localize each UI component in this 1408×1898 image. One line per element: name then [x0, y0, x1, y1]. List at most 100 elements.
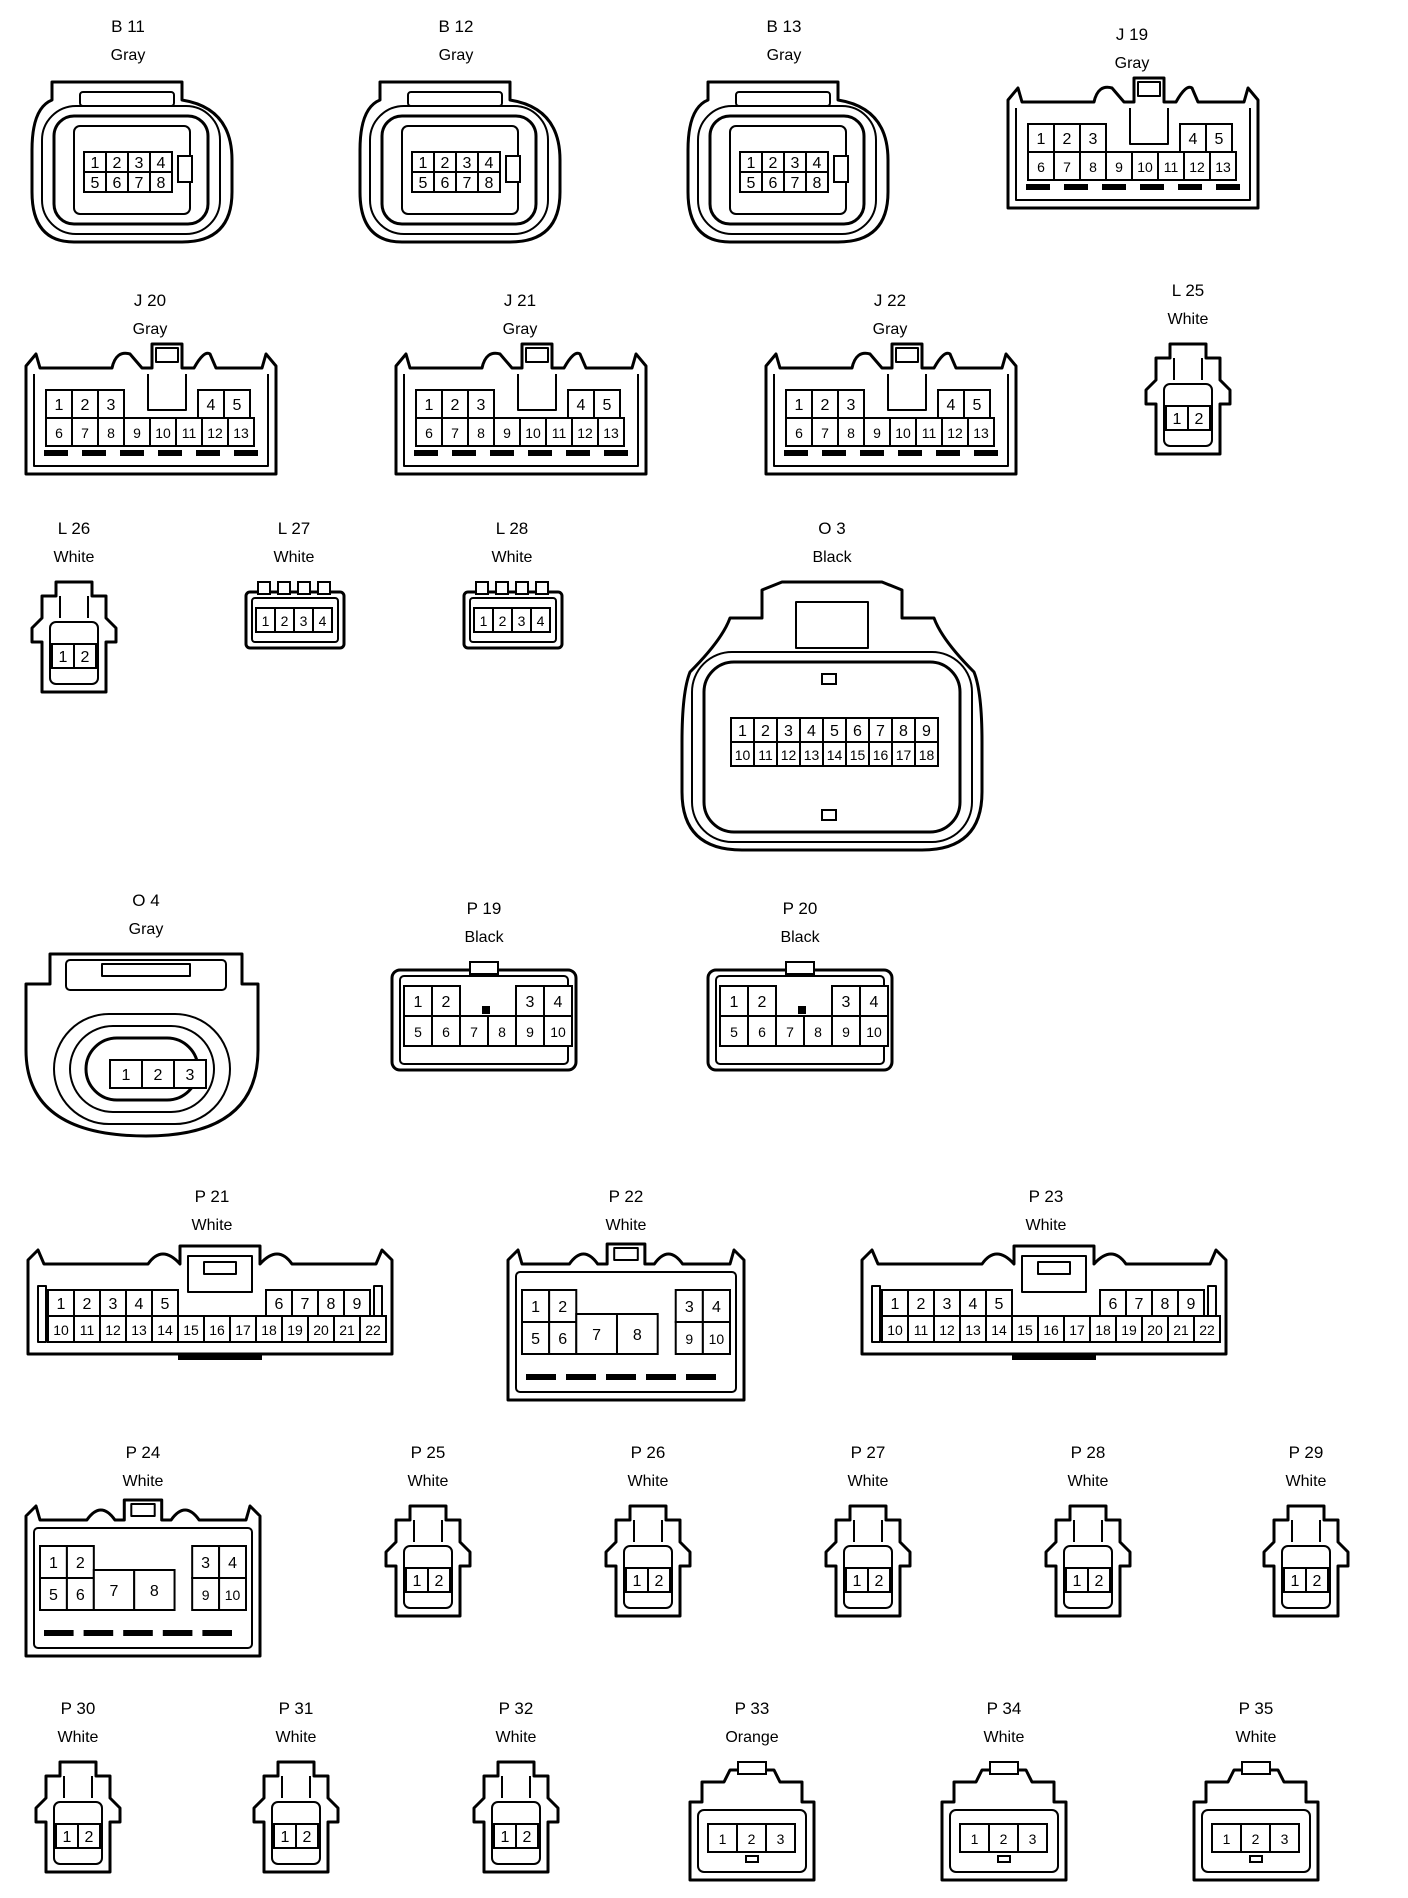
- pin-number: 2: [758, 994, 767, 1011]
- pin-number: 7: [1135, 1296, 1144, 1313]
- pin-number: 8: [150, 1583, 159, 1600]
- pin-number: 12: [947, 425, 963, 441]
- pin-number: 3: [201, 1555, 210, 1572]
- connector-pin: 6: [1099, 1289, 1127, 1317]
- pin-number: 13: [804, 747, 820, 763]
- connector-pin: 2: [77, 1823, 101, 1849]
- pin-number: 1: [853, 1573, 862, 1590]
- connector-pin: 9: [863, 417, 891, 447]
- connector-pin: 12: [1183, 151, 1211, 181]
- connector-pin: 5: [593, 389, 621, 419]
- connector-pin: 7: [575, 1313, 618, 1355]
- connector-id: B 11: [111, 17, 145, 36]
- pin-number: 1: [55, 397, 64, 414]
- connector-pin: 13: [227, 417, 255, 447]
- pin-number: 8: [157, 175, 166, 192]
- connector-pin: 7: [71, 417, 99, 447]
- connector-pin: 3: [97, 389, 125, 419]
- pin-number: 7: [876, 723, 885, 740]
- connector-color: Gray: [129, 921, 164, 938]
- connector-pin: 1: [109, 1059, 143, 1089]
- pin-number: 10: [155, 425, 171, 441]
- connector-id: P 25: [411, 1443, 446, 1462]
- pin-number: 14: [991, 1322, 1007, 1338]
- connector-pin: 11: [545, 417, 573, 447]
- connector-pin: 15: [1011, 1315, 1039, 1343]
- connector-id: P 28: [1071, 1443, 1106, 1462]
- connector-color: Gray: [767, 47, 802, 64]
- pin-number: 1: [1223, 1831, 1231, 1847]
- pin-number: 10: [225, 1587, 241, 1603]
- connector-pin: 1: [473, 607, 494, 633]
- pin-number: 6: [795, 425, 803, 441]
- connector-id: P 21: [195, 1187, 230, 1206]
- pin-number: 2: [769, 155, 778, 172]
- pin-number: 2: [1313, 1573, 1322, 1590]
- connector-pin: 2: [427, 1567, 451, 1593]
- pin-number: 8: [814, 1024, 822, 1040]
- connector-pin: 8: [891, 717, 916, 743]
- connector-pin: 3: [783, 151, 807, 173]
- connector-pin: 1: [719, 985, 749, 1017]
- connector-pin: 7: [92, 1569, 136, 1611]
- connector-pin: 1: [1065, 1567, 1089, 1593]
- pin-number: 7: [451, 425, 459, 441]
- connector-pin: 2: [492, 607, 513, 633]
- pin-number: 1: [1173, 411, 1182, 428]
- connector-pin: 2: [811, 389, 839, 419]
- connector-pin: 6: [785, 417, 813, 447]
- pin-number: 1: [57, 1296, 66, 1313]
- pin-number: 3: [300, 613, 308, 629]
- pin-number: 4: [1189, 131, 1198, 148]
- connector-color: White: [408, 1473, 449, 1490]
- pin-number: 19: [287, 1322, 303, 1338]
- connector-pin: 4: [799, 717, 824, 743]
- pin-number: 3: [135, 155, 144, 172]
- connector-pin: 2: [988, 1823, 1019, 1853]
- connector-pin: 5: [963, 389, 991, 419]
- pin-number: 16: [873, 747, 889, 763]
- pin-number: 9: [873, 425, 881, 441]
- pin-number: 4: [485, 155, 494, 172]
- connector-id: P 22: [609, 1187, 644, 1206]
- pin-number: 2: [83, 1296, 92, 1313]
- connector-pin: 9: [343, 1289, 371, 1317]
- connector-pin: 2: [441, 389, 469, 419]
- connector-color: Gray: [111, 47, 146, 64]
- connector-pin: 20: [1141, 1315, 1169, 1343]
- connector-pin: 1: [405, 1567, 429, 1593]
- connector-id: P 32: [499, 1699, 534, 1718]
- connector-pin: 7: [811, 417, 839, 447]
- pin-number: 7: [470, 1024, 478, 1040]
- connector-color: White: [54, 549, 95, 566]
- pin-number: 5: [730, 1024, 738, 1040]
- pin-number: 1: [1291, 1573, 1300, 1590]
- connector-id: P 24: [126, 1443, 161, 1462]
- connector-pin: 18: [1089, 1315, 1117, 1343]
- pin-number: 9: [526, 1024, 534, 1040]
- connector-pin: 14: [151, 1315, 179, 1343]
- connector-pin: 8: [149, 171, 173, 193]
- pin-number: 13: [973, 425, 989, 441]
- pin-number: 10: [735, 747, 751, 763]
- pin-number: 3: [777, 1831, 785, 1847]
- pin-number: 1: [747, 155, 756, 172]
- pin-number: 11: [914, 1322, 929, 1338]
- pin-number: 6: [558, 1331, 567, 1348]
- connector-id: J 19: [1116, 25, 1148, 44]
- connector-pin: 8: [805, 171, 829, 193]
- pin-number: 2: [761, 723, 770, 740]
- connector-id: P 19: [467, 899, 502, 918]
- pin-number: 4: [157, 155, 166, 172]
- connector-color: White: [1168, 311, 1209, 328]
- connector-pin: 2: [431, 985, 461, 1017]
- connector-id: L 26: [58, 519, 90, 538]
- pin-number: 15: [1017, 1322, 1033, 1338]
- connector-color: White: [276, 1729, 317, 1746]
- connector-pin: 7: [459, 1015, 489, 1047]
